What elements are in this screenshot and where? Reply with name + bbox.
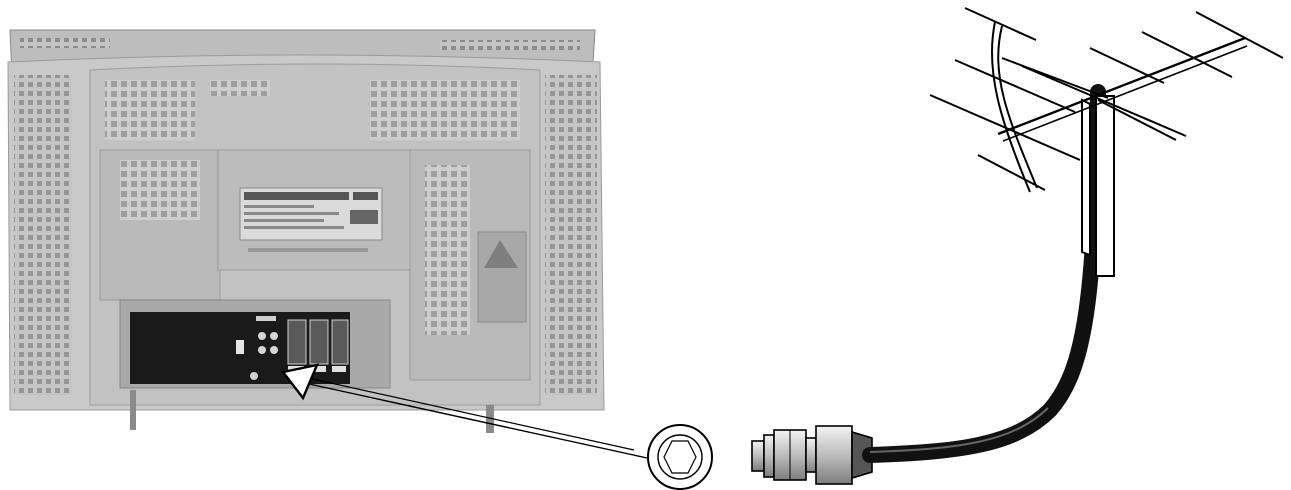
tv-antenna-input	[250, 372, 258, 380]
yagi-antenna	[930, 8, 1283, 276]
antenna-cable	[870, 92, 1098, 455]
coaxial-plug	[752, 426, 872, 484]
antenna-socket	[648, 425, 712, 489]
